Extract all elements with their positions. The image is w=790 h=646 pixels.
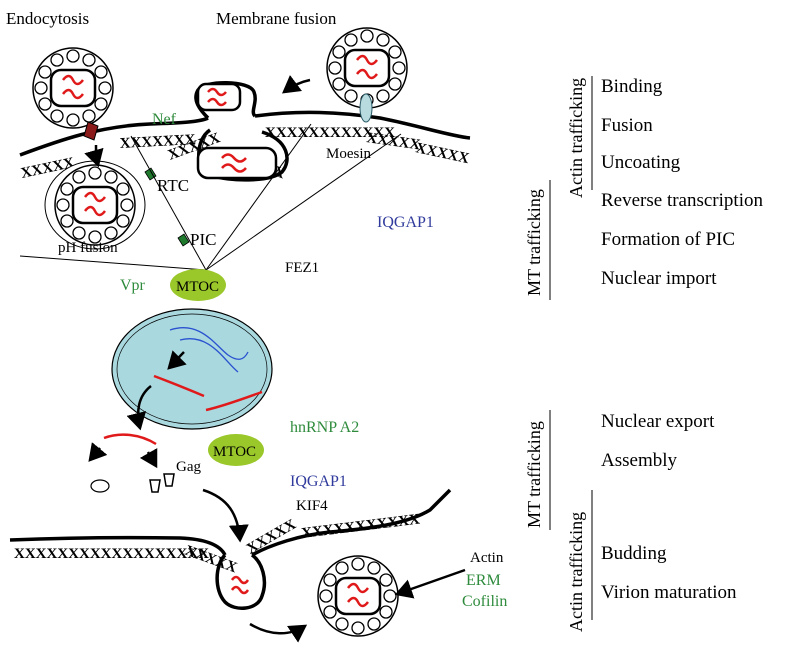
steps-bottom: Nuclear export Assembly Budding Virion m… (601, 411, 737, 603)
rna-arrow-right (139, 448, 158, 469)
svg-text:XXXXX: XXXXX (183, 543, 240, 577)
svg-text:XXXXXXX: XXXXXXX (119, 132, 196, 152)
side-actin-top: Actin trafficking (566, 78, 586, 198)
erm-label: ERM (466, 572, 501, 589)
rtc-icon (144, 167, 157, 181)
gag-particle (90, 479, 110, 493)
fez1-label: FEZ1 (285, 260, 319, 276)
moesin-label: Moesin (326, 146, 372, 162)
actin-label: Actin (470, 550, 504, 566)
step-reverse-transcription: Reverse transcription (601, 190, 763, 211)
step-nuclear-export: Nuclear export (601, 411, 715, 432)
pic-label: PIC (190, 230, 216, 249)
ph-fusion-label: pH fusion (58, 240, 118, 256)
svg-text:XXXXX: XXXXX (365, 130, 421, 153)
side-mt-top: MT trafficking (524, 189, 544, 296)
endosome (44, 160, 146, 250)
moesin-icon (359, 93, 373, 123)
export-arrow (126, 385, 152, 431)
maturation-arrow (249, 622, 308, 643)
mtoc-top (170, 269, 226, 301)
step-binding: Binding (601, 76, 663, 97)
iqgap1-bottom-label: IQGAP1 (290, 473, 347, 490)
side-actin-bottom: Actin trafficking (566, 512, 586, 632)
rna-arrow-left (88, 442, 108, 462)
fusing-virion (194, 81, 289, 182)
step-virion-maturation: Virion maturation (601, 582, 737, 603)
step-nuclear-import: Nuclear import (601, 268, 717, 289)
actin-arrow (394, 568, 466, 599)
membrane-fusion-label: Membrane fusion (216, 9, 337, 28)
gag-icon-1 (149, 479, 161, 493)
svg-text:XXXXX: XXXXX (244, 516, 299, 557)
fusion-arrow (281, 75, 311, 94)
exported-rna (103, 433, 157, 446)
steps-top: Binding Fusion Uncoating Reverse transcr… (601, 76, 763, 289)
svg-text:XXXXXXXXXXXX: XXXXXXXXXXXX (265, 125, 395, 141)
nef-label: Nef (152, 111, 177, 128)
assembly-arrow (202, 488, 249, 543)
nucleus (111, 308, 273, 430)
vpr-label: Vpr (120, 277, 146, 294)
svg-text:XXXXXXXXXXX: XXXXXXXXXXX (301, 512, 421, 542)
mtoc-top-label: MTOC (176, 279, 219, 295)
rtc-label: RTC (157, 176, 189, 195)
side-mt-bottom: MT trafficking (524, 421, 544, 528)
endocytosis-arrow (84, 144, 104, 168)
mtoc-bottom-label: MTOC (213, 444, 256, 460)
gag-label: Gag (176, 459, 201, 475)
gag-icon-2 (163, 473, 175, 487)
microtubules (19, 123, 402, 271)
svg-text:XXXXX: XXXXX (414, 140, 470, 167)
step-budding: Budding (601, 543, 667, 564)
step-formation-of-pic: Formation of PIC (601, 229, 735, 250)
endocytosis-virion (31, 46, 115, 130)
mtoc-bottom (208, 434, 264, 466)
iqgap1-top-label: IQGAP1 (377, 214, 434, 231)
endocytosis-label: Endocytosis (6, 9, 89, 28)
cofilin-label: Cofilin (462, 593, 507, 610)
step-uncoating: Uncoating (601, 152, 681, 173)
budding-virion (215, 553, 267, 610)
svg-text:XXXXXXXXXXXXXXXXXX: XXXXXXXXXXXXXXXXXX (14, 546, 209, 562)
receptor-icon (83, 121, 99, 141)
mature-virion (316, 554, 400, 638)
pic-icon (177, 233, 190, 247)
hnrnp-label: hnRNP A2 (290, 419, 359, 436)
step-assembly: Assembly (601, 450, 678, 471)
step-fusion: Fusion (601, 115, 653, 136)
bottom-membrane: XXXXXXXXXXXXXXXXXX XXXXX XXXXX XXXXXXXXX… (9, 488, 452, 577)
side-labels: Actin trafficking MT trafficking MT traf… (524, 76, 593, 632)
kif4-label: KIF4 (296, 498, 328, 514)
